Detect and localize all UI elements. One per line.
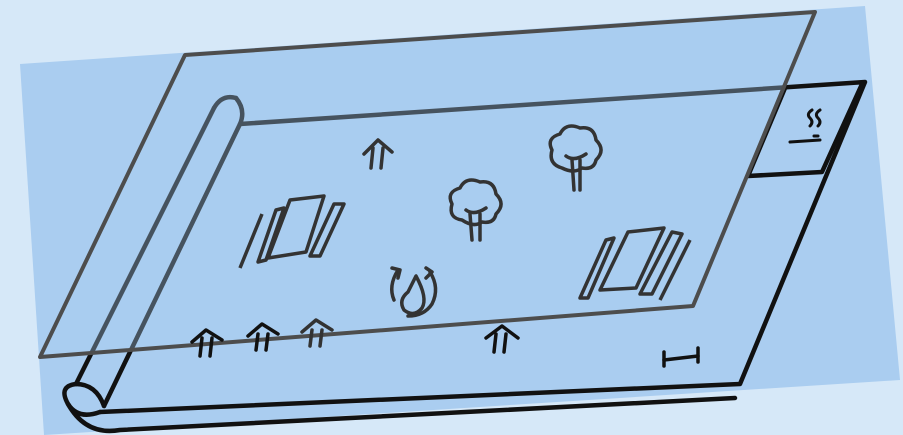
arrow-up-icon — [362, 138, 394, 170]
overlay-sheet — [38, 10, 817, 359]
scale-bar-icon — [662, 346, 700, 368]
parking-icon — [578, 226, 692, 301]
entrance-icon — [300, 318, 334, 348]
parking-icon — [238, 194, 346, 269]
rolled-map — [62, 79, 868, 434]
tree-icon — [448, 178, 503, 242]
entrance-icon — [246, 322, 280, 352]
entrance-icon — [484, 324, 520, 354]
no-smoking-icon — [788, 108, 822, 144]
water-cycle-icon — [390, 266, 438, 318]
tree-icon — [548, 124, 603, 192]
entrance-icon — [190, 328, 224, 358]
